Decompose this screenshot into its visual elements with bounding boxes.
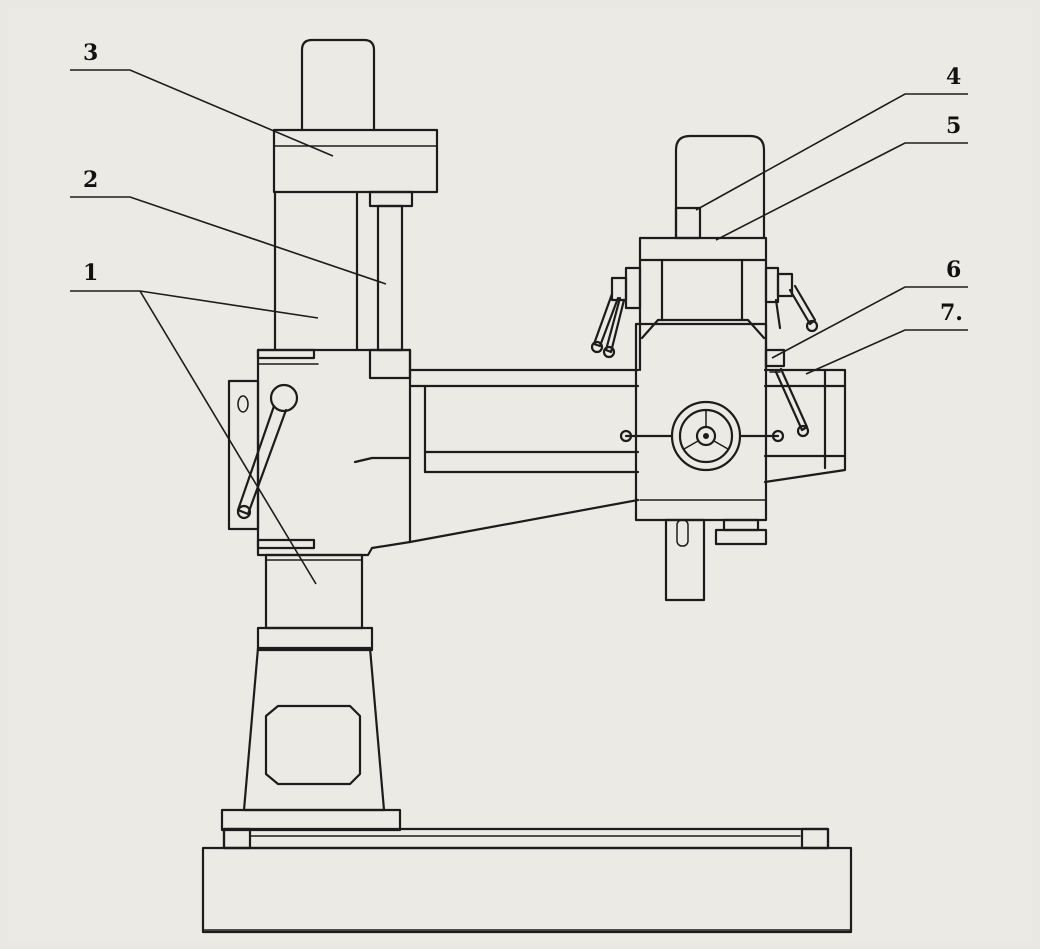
machine-base [201,827,853,934]
radial-arm [408,368,847,484]
spindle [664,518,768,602]
column-upper [273,190,359,352]
label-2: 2 [83,167,98,193]
label-5: 5 [946,113,961,139]
top-gearbox-housing [272,128,439,194]
label-3: 3 [83,40,98,66]
paper-sheet [8,8,1032,943]
label-6: 6 [946,257,961,283]
top-motor [300,38,376,132]
leader-lines [70,69,968,585]
feed-handwheel [619,400,785,472]
clamp-handle [227,379,299,531]
label-4: 4 [946,64,961,90]
part-labels: 3 2 1 4 5 6 7. [83,40,963,326]
headstock-right-lever [769,367,810,438]
label-7: 7. [940,300,963,326]
spindle-motor [674,134,766,240]
headstock-levers [590,266,819,359]
label-1: 1 [83,260,98,286]
